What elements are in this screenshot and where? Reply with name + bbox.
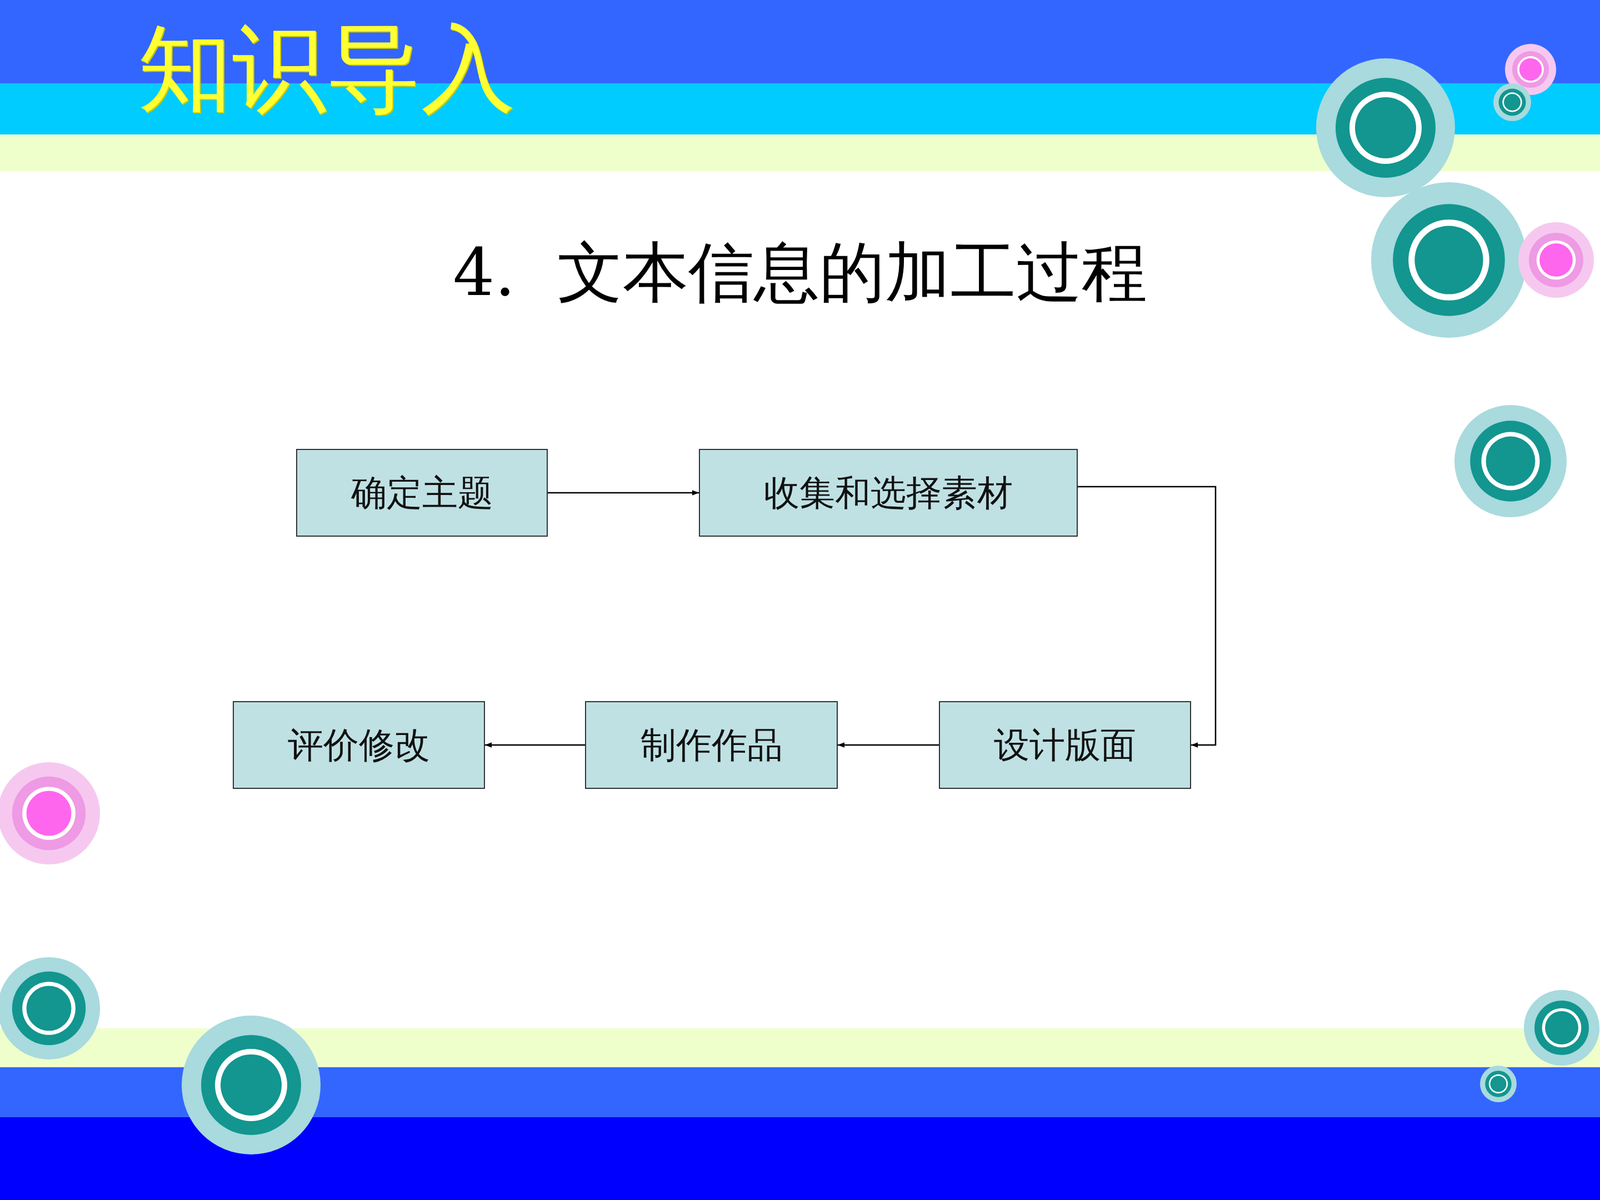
process-box: 收集和选择素材 <box>698 448 1078 537</box>
decor-ring <box>1335 77 1436 178</box>
decor-ring <box>1316 58 1455 198</box>
decor-ring <box>1523 990 1600 1066</box>
decor-ring <box>1518 222 1594 298</box>
decor-ring <box>22 981 76 1035</box>
slide-title: 4. 文本信息的加工过程 <box>0 233 1600 313</box>
section-heading: 知识导入 <box>137 16 516 121</box>
decor-ring <box>1536 240 1577 280</box>
decor-ring <box>1349 91 1422 164</box>
decor-ring <box>1503 93 1521 111</box>
decor-ring <box>1498 88 1527 117</box>
decor-ring <box>1493 83 1532 122</box>
box-label: 设计版面 <box>993 721 1137 770</box>
box-label: 评价修改 <box>287 721 430 770</box>
decor-ring <box>220 1054 282 1116</box>
decor-ring <box>1490 1075 1507 1092</box>
decor-ring <box>0 957 100 1060</box>
decor-ring <box>1371 182 1527 338</box>
decor-ring <box>1481 431 1540 490</box>
process-box: 设计版面 <box>938 701 1192 789</box>
decor-ring <box>1488 1074 1508 1094</box>
decor-ring <box>1392 203 1505 317</box>
decor-ring <box>1519 58 1542 81</box>
decor-ring <box>1539 243 1573 277</box>
decor-ring <box>1355 97 1417 159</box>
process-box: 确定主题 <box>296 448 548 537</box>
decor-ring <box>1408 219 1490 301</box>
flow-arrow <box>837 744 939 747</box>
decor-ring <box>1542 1008 1582 1048</box>
decor-ring <box>1486 436 1536 487</box>
flow-arrow <box>485 744 585 747</box>
decor-ring <box>0 762 100 865</box>
decor-ring <box>1480 1065 1517 1103</box>
decor-ring <box>1517 56 1544 83</box>
decor-ring <box>1545 1011 1579 1045</box>
decor-ring <box>201 1035 302 1135</box>
decor-ring <box>12 971 86 1045</box>
decor-ring <box>22 786 76 840</box>
decor-ring <box>26 986 72 1032</box>
decor-ring <box>215 1048 288 1122</box>
box-label: 确定主题 <box>351 468 494 518</box>
decor-ring <box>1534 1000 1589 1055</box>
decor-ring <box>26 791 72 837</box>
decor-ring <box>181 1015 321 1155</box>
box-label: 收集和选择素材 <box>763 468 1013 518</box>
decor-ring <box>1528 232 1584 288</box>
decor-ring <box>1502 92 1522 112</box>
process-box: 制作作品 <box>585 701 838 789</box>
decor-ring <box>1485 1070 1512 1098</box>
decor-ring <box>1454 405 1567 518</box>
decor-ring <box>1414 225 1483 294</box>
decor-ring <box>1470 420 1551 502</box>
decor-ring <box>1512 51 1549 88</box>
box-label: 制作作品 <box>640 721 783 770</box>
decor-ring <box>12 776 86 850</box>
flow-arrow <box>547 492 699 494</box>
process-box: 评价修改 <box>232 701 485 789</box>
